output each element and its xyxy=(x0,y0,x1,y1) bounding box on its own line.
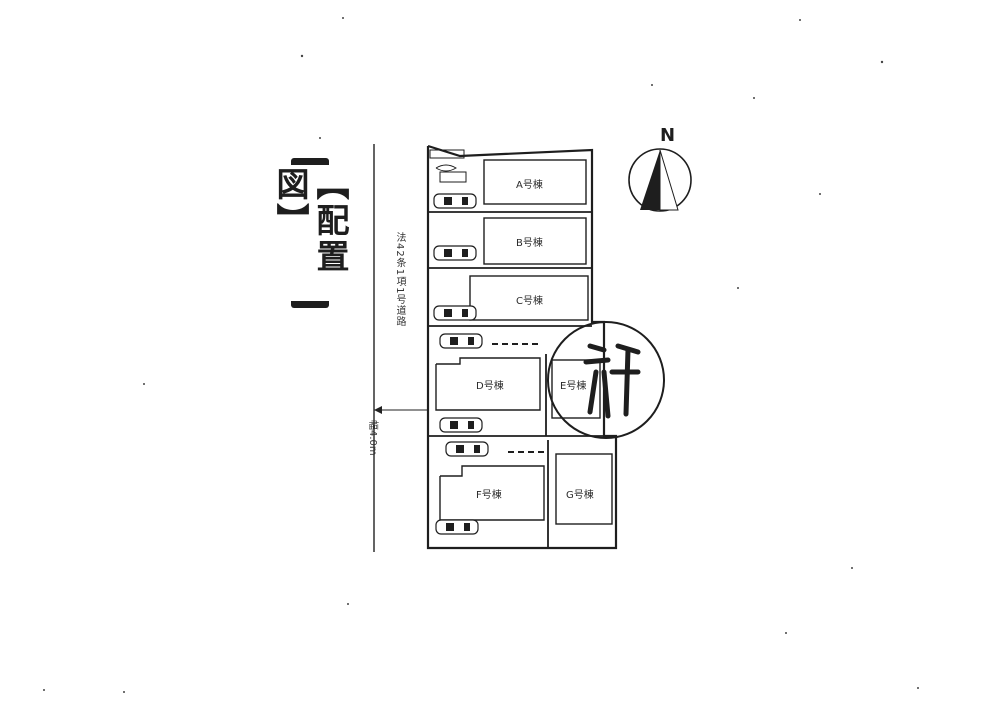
car xyxy=(435,519,479,535)
car xyxy=(439,333,483,349)
north-compass-icon xyxy=(628,148,692,212)
car-windows xyxy=(444,197,480,531)
car xyxy=(433,193,477,209)
car xyxy=(433,305,477,321)
building-d xyxy=(435,357,541,411)
title-bracket-bottom xyxy=(291,300,329,308)
building-a xyxy=(483,159,587,205)
building-g xyxy=(555,453,613,525)
lot-b-label: B号棟 xyxy=(516,238,543,249)
plan-title-text: 【配置図】 xyxy=(271,167,350,276)
lot-d-label: D号棟 xyxy=(476,381,504,392)
title-bracket-top xyxy=(291,158,329,166)
lot-e-label: E号棟 xyxy=(560,381,587,392)
compass-north-label: N xyxy=(660,125,676,146)
scan-noise xyxy=(43,17,919,693)
lot-a-label: A号棟 xyxy=(516,180,543,191)
car xyxy=(445,441,489,457)
car xyxy=(433,245,477,261)
plan-title: 【配置図】 xyxy=(271,158,350,308)
road-width-label: 幅4.0m xyxy=(367,420,378,456)
lot-c-label: C号棟 xyxy=(516,296,543,307)
building-e xyxy=(551,359,601,419)
car xyxy=(439,417,483,433)
lot-g-label: G号棟 xyxy=(566,490,594,501)
seal-stamp xyxy=(547,321,665,439)
road-name-label: 法42条1項1号道路 xyxy=(394,232,405,328)
buildings xyxy=(435,159,613,525)
dimension-arrowhead xyxy=(374,406,382,414)
lot-divisions xyxy=(428,211,604,548)
lot-f-label: F号棟 xyxy=(476,490,502,501)
building-b xyxy=(483,217,587,265)
building-c xyxy=(469,275,589,321)
entrance-detail xyxy=(429,149,467,183)
dashed-markers xyxy=(492,343,548,453)
